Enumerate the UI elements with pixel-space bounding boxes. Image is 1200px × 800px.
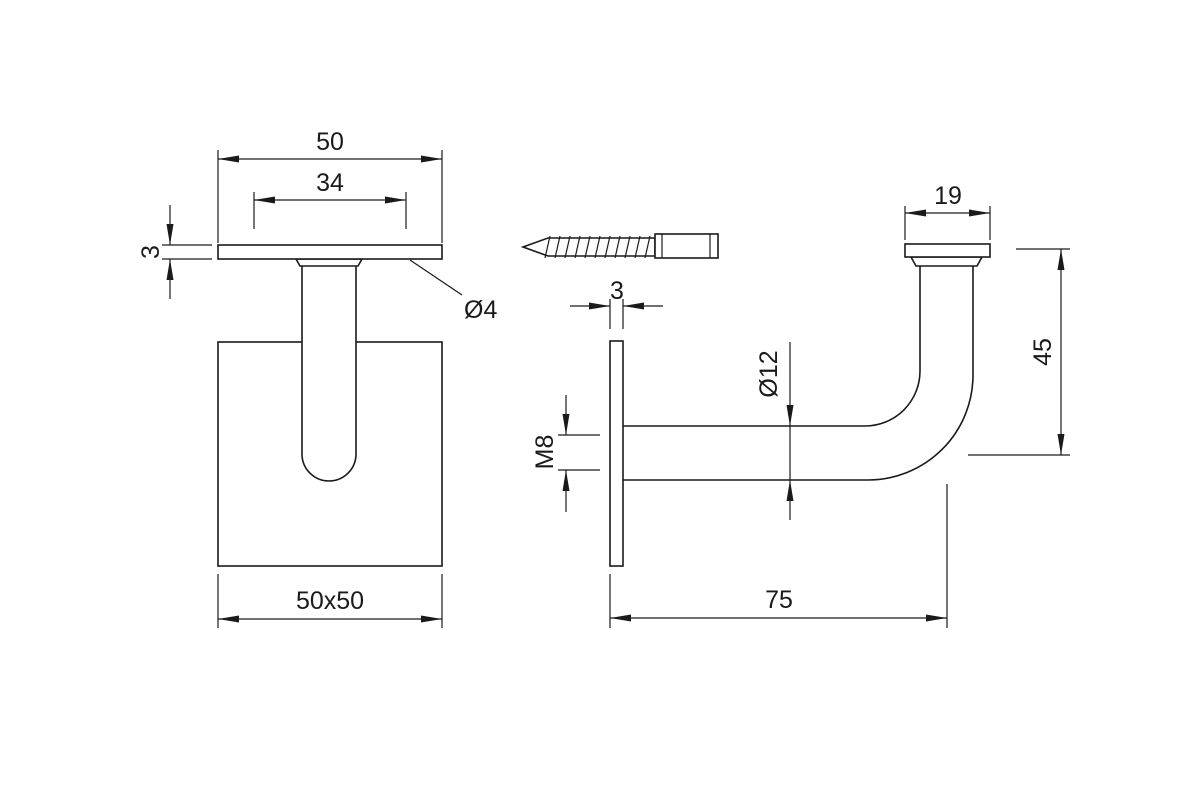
front-tube (301, 262, 357, 482)
dim-hole-diameter-label: Ø4 (464, 296, 497, 324)
dim-tube-diameter-label: Ø12 (755, 350, 783, 397)
dim-base-label: 50x50 (296, 587, 364, 615)
dim-plate-thickness-label: 3 (137, 245, 165, 259)
dim-flange-thickness-label: 3 (610, 277, 624, 305)
side-flange (609, 340, 624, 567)
dim-width-label: 50 (316, 128, 344, 156)
side-view: 19 3 Ø12 M8 45 75 (531, 182, 1070, 628)
dim-hole-spacing-label: 34 (316, 169, 344, 197)
dim-saddle-width-label: 19 (934, 182, 962, 210)
front-view: 50 34 3 Ø4 50x50 (137, 128, 497, 628)
front-saddle-plate (217, 244, 443, 260)
front-collar (294, 258, 364, 267)
side-saddle-plate (904, 243, 991, 258)
side-bent-tube (623, 262, 921, 427)
dim-thread-label: M8 (531, 435, 559, 470)
screw-icon (520, 233, 719, 259)
dim-height-label: 45 (1029, 338, 1057, 366)
dim-projection-label: 75 (765, 586, 793, 614)
side-collar (909, 256, 984, 267)
